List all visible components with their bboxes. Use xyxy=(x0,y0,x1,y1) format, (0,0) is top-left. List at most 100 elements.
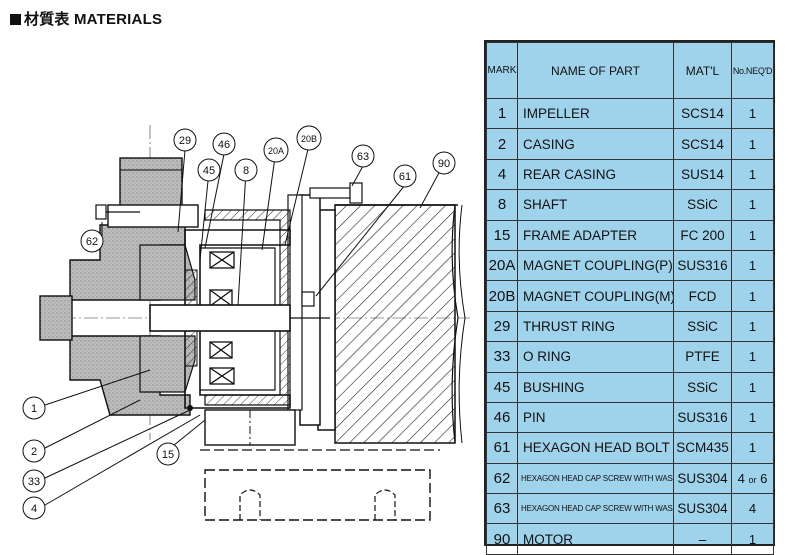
svg-text:20B: 20B xyxy=(301,134,317,144)
material-cell: SSiC xyxy=(673,310,732,343)
square-bullet-icon xyxy=(10,14,21,25)
material-cell: SCS14 xyxy=(673,97,732,130)
material-cell: SUS14 xyxy=(673,158,732,191)
part-name-cell: BUSHING xyxy=(517,371,674,403)
part-name-cell: REAR CASING xyxy=(517,158,674,191)
svg-text:15: 15 xyxy=(162,449,174,461)
mark-cell: 20A xyxy=(486,249,518,282)
callout-2: 2 xyxy=(22,439,46,463)
part-name-cell: SHAFT xyxy=(517,189,674,221)
quantity-cell: 1 xyxy=(731,128,774,160)
quantity-cell: 1 xyxy=(731,401,774,434)
callout-8: 8 xyxy=(234,158,258,182)
part-name-cell: O RING xyxy=(517,341,674,373)
material-cell: PTFE xyxy=(673,341,732,373)
motor-body xyxy=(334,204,466,444)
mark-cell: 90 xyxy=(486,523,518,555)
callout-20a: 20A xyxy=(263,137,289,163)
callout-1: 1 xyxy=(22,396,46,420)
material-cell: SSiC xyxy=(673,371,732,403)
callout-90: 90 xyxy=(432,151,456,175)
quantity-cell: 1 xyxy=(731,189,774,221)
part-name-cell: MAGNET COUPLING(M) xyxy=(517,280,674,312)
svg-text:46: 46 xyxy=(218,139,230,151)
quantity-cell: 1 xyxy=(731,249,774,282)
header-quantity: No.NEQ'D xyxy=(731,42,774,99)
mark-cell: 62 xyxy=(486,462,518,495)
quantity-cell: 1 xyxy=(731,523,774,555)
quantity-cell: 4 or 6 xyxy=(731,462,774,495)
material-cell: FCD xyxy=(673,280,732,312)
svg-text:90: 90 xyxy=(438,158,450,170)
part-name-cell: HEXAGON HEAD CAP SCREW WITH WASHER xyxy=(517,462,674,495)
header-name: NAME OF PART xyxy=(517,42,674,99)
material-cell: FC 200 xyxy=(673,219,732,251)
svg-text:45: 45 xyxy=(203,165,215,177)
part-name-cell: PIN xyxy=(517,401,674,434)
part-name-cell: HEXAGON HEAD CAP SCREW WITH WASHER xyxy=(517,493,674,525)
svg-text:33: 33 xyxy=(28,476,40,488)
part-name-cell: HEXAGON HEAD BOLT xyxy=(517,432,674,464)
material-cell: SUS316 xyxy=(673,249,732,282)
pump-cross-section-drawing: 29 46 45 8 20A 20B 63 61 90 62 1 2 33 15… xyxy=(22,125,470,521)
quantity-cell: 1 xyxy=(731,432,774,464)
callout-29: 29 xyxy=(173,128,197,152)
callout-63: 63 xyxy=(351,144,375,168)
callout-45: 45 xyxy=(197,158,221,182)
material-cell: SCM435 xyxy=(673,432,732,464)
material-cell: SUS304 xyxy=(673,493,732,525)
part-name-cell: MOTOR xyxy=(517,523,674,555)
mark-cell: 33 xyxy=(486,341,518,373)
page-title: 材質表 MATERIALS xyxy=(10,8,162,29)
material-cell: – xyxy=(673,523,732,555)
callout-15: 15 xyxy=(156,442,180,466)
quantity-cell: 1 xyxy=(731,310,774,343)
mark-cell: 46 xyxy=(486,401,518,434)
mark-cell: 61 xyxy=(486,432,518,464)
svg-text:4: 4 xyxy=(31,503,37,515)
callout-62: 62 xyxy=(80,229,104,253)
mark-cell: 45 xyxy=(486,371,518,403)
mark-cell: 4 xyxy=(486,158,518,191)
quantity-cell: 1 xyxy=(731,280,774,312)
svg-text:8: 8 xyxy=(243,165,249,177)
callout-33: 33 xyxy=(22,469,46,493)
quantity-cell: 1 xyxy=(731,97,774,130)
mark-cell: 29 xyxy=(486,310,518,343)
header-material: MAT'L xyxy=(673,42,732,99)
callout-61: 61 xyxy=(393,164,417,188)
quantity-cell: 1 xyxy=(731,219,774,251)
svg-text:29: 29 xyxy=(179,135,191,147)
svg-text:2: 2 xyxy=(31,446,37,458)
mark-cell: 15 xyxy=(486,219,518,251)
part-name-cell: IMPELLER xyxy=(517,97,674,130)
part-name-cell: FRAME ADAPTER xyxy=(517,219,674,251)
material-cell: SUS316 xyxy=(673,401,732,434)
mark-cell: 20B xyxy=(486,280,518,312)
quantity-cell: 1 xyxy=(731,158,774,191)
material-cell: SCS14 xyxy=(673,128,732,160)
quantity-cell: 1 xyxy=(731,341,774,373)
mark-cell: 1 xyxy=(486,97,518,130)
svg-text:1: 1 xyxy=(31,403,37,415)
part-name-cell: CASING xyxy=(517,128,674,160)
header-mark: MARK xyxy=(486,42,518,99)
svg-text:20A: 20A xyxy=(268,146,284,156)
callout-20b: 20B xyxy=(296,125,322,151)
table-header-row: MARK NAME OF PART MAT'L No.NEQ'D xyxy=(486,42,774,99)
callout-4: 4 xyxy=(22,496,46,520)
part-name-cell: THRUST RING xyxy=(517,310,674,343)
material-cell: SUS304 xyxy=(673,462,732,495)
